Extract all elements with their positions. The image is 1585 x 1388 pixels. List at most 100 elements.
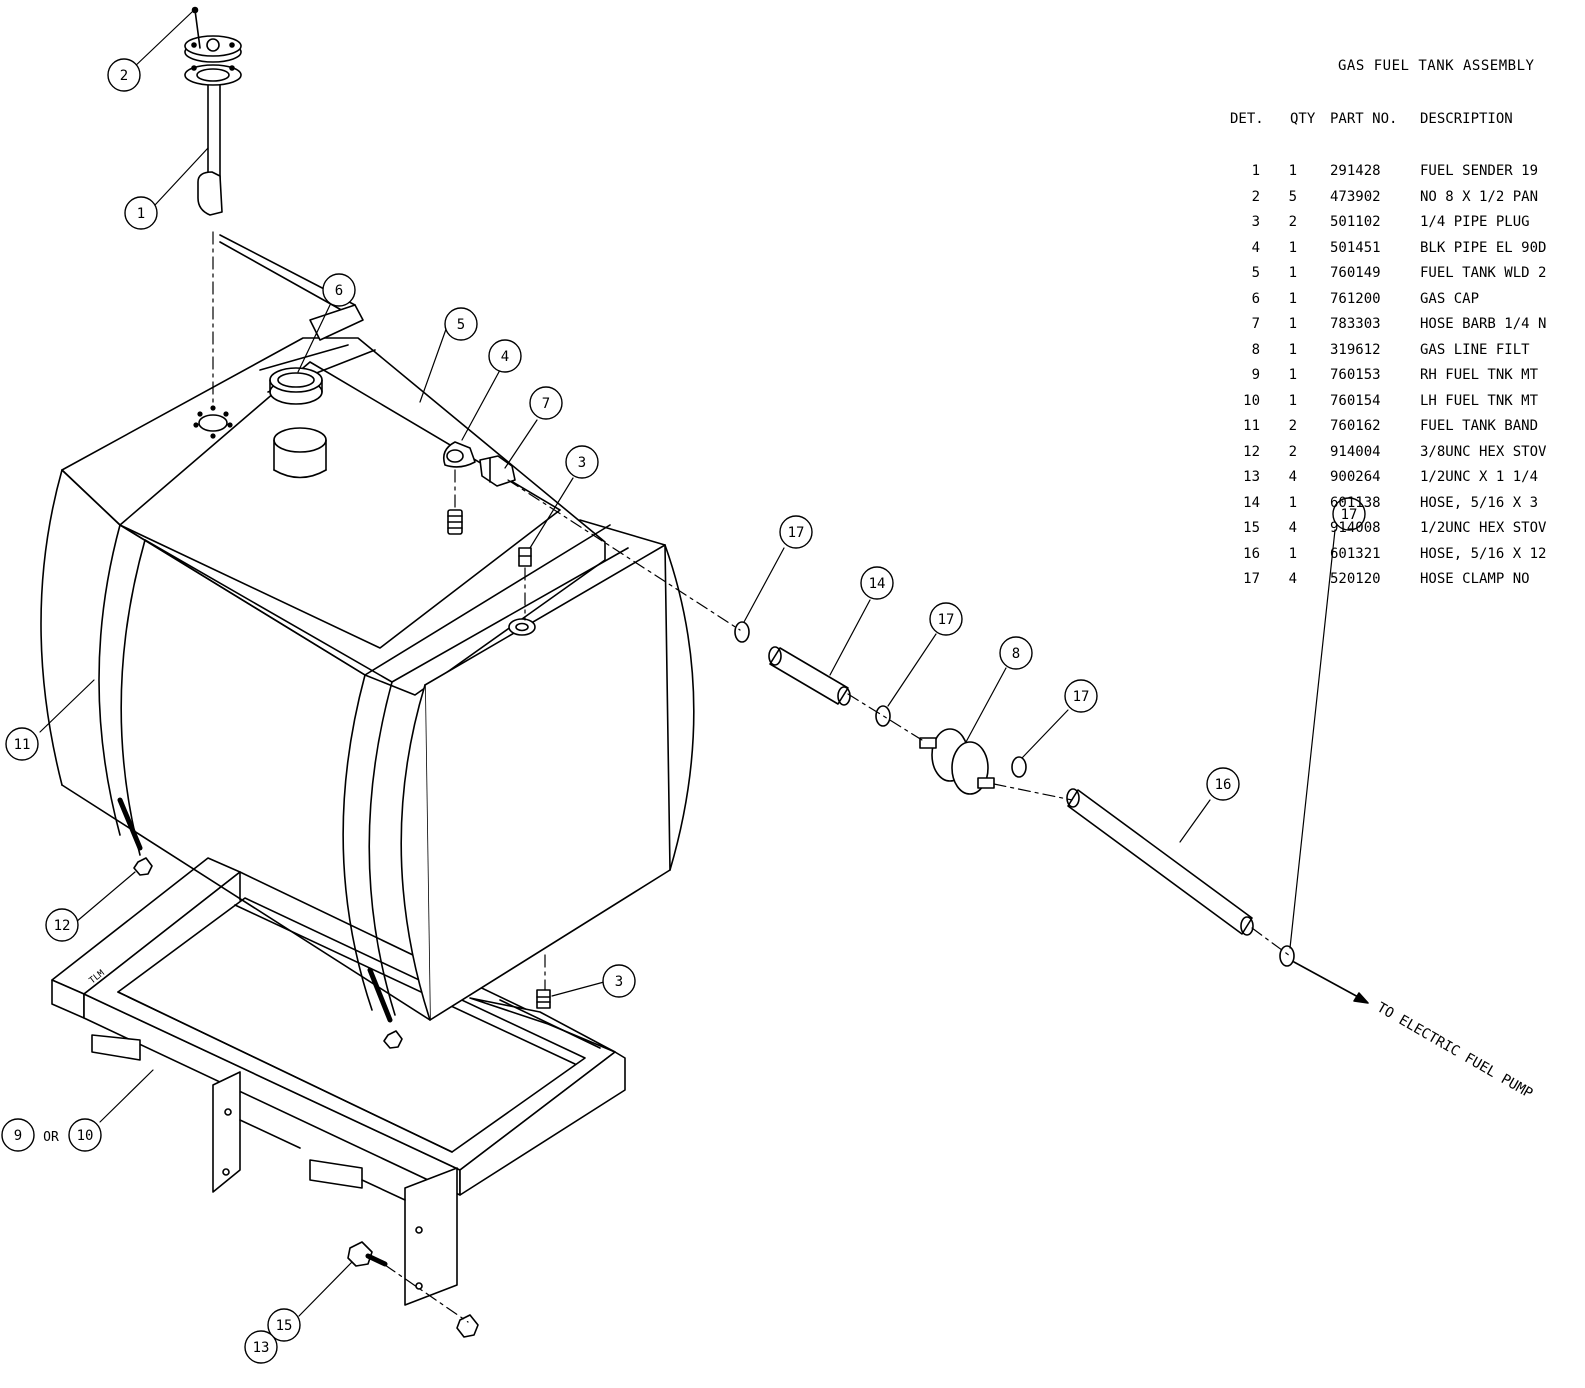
- parts-row: 10 1 760154 LH FUEL TNK MT: [1230, 393, 1585, 419]
- description-cell: FUEL TANK BAND: [1420, 418, 1539, 434]
- description-cell: NO 8 X 1/2 PAN: [1420, 188, 1539, 205]
- part-no-cell: 473902: [1330, 188, 1381, 205]
- center-lines: [212, 231, 1291, 1323]
- part-no-cell: 761200: [1330, 290, 1381, 307]
- description-cell: HOSE BARB 1/4 N: [1420, 316, 1547, 332]
- fuel-tank-body: [40, 337, 695, 1021]
- part-no-cell: 601321: [1330, 545, 1381, 562]
- leader-lines: [39, 11, 1336, 1317]
- tank-top-details: [193, 405, 536, 636]
- qty-cell: 5: [1288, 188, 1297, 205]
- qty-cell: 1: [1288, 341, 1297, 358]
- fuel-sender-part: [184, 6, 364, 341]
- description-cell: 3/8UNC HEX STOV: [1420, 443, 1547, 460]
- callout-17-d: 17: [1341, 507, 1358, 523]
- qty-cell: 1: [1288, 545, 1297, 562]
- callout-12: 12: [54, 918, 71, 934]
- header-description: DESCRIPTION: [1420, 111, 1513, 127]
- part-no-cell: 601138: [1330, 494, 1381, 511]
- callout-4: 4: [501, 349, 509, 365]
- det-cell: 6: [1251, 290, 1260, 307]
- qty-cell: 1: [1288, 392, 1297, 409]
- det-cell: 3: [1251, 214, 1260, 230]
- description-cell: GAS LINE FILT: [1420, 341, 1530, 358]
- parts-list-title: GAS FUEL TANK ASSEMBLY: [1338, 58, 1535, 74]
- description-cell: RH FUEL TNK MT: [1420, 367, 1539, 383]
- parts-row: 3 2 501102 1/4 PIPE PLUG: [1230, 214, 1585, 240]
- det-cell: 15: [1243, 520, 1260, 536]
- callout-7: 7: [542, 396, 550, 412]
- callout-1: 1: [137, 206, 145, 222]
- det-cell: 5: [1251, 265, 1260, 281]
- det-cell: 8: [1251, 341, 1260, 358]
- det-cell: 7: [1251, 316, 1260, 332]
- description-cell: 1/2UNC X 1 1/4: [1420, 469, 1539, 485]
- callout-5: 5: [457, 317, 465, 333]
- direction-arrow: [1293, 961, 1369, 1004]
- callout-17-a: 17: [788, 525, 805, 541]
- fuel-line-parts: [734, 621, 1295, 967]
- det-cell: 10: [1243, 392, 1260, 409]
- hardware: [117, 797, 479, 1338]
- part-no-cell: 760149: [1330, 265, 1381, 281]
- qty-cell: 2: [1288, 418, 1297, 434]
- callout-2: 2: [120, 68, 128, 84]
- qty-cell: 2: [1288, 214, 1297, 230]
- det-cell: 16: [1243, 545, 1260, 562]
- gas-cap-part: [269, 367, 323, 405]
- part-no-cell: 760153: [1330, 367, 1381, 383]
- det-cell: 4: [1251, 239, 1260, 256]
- callout-17-c: 17: [1073, 689, 1090, 705]
- part-no-cell: 501102: [1330, 214, 1381, 230]
- det-cell: 14: [1243, 494, 1260, 511]
- part-no-cell: 760162: [1330, 418, 1381, 434]
- parts-row: 16 1 601321 HOSE, 5/16 X 12: [1230, 546, 1585, 572]
- det-cell: 2: [1251, 188, 1260, 205]
- callout-15: 15: [276, 1318, 293, 1334]
- part-no-cell: 760154: [1330, 392, 1381, 409]
- qty-cell: 4: [1288, 571, 1297, 587]
- fittings: [442, 441, 551, 1009]
- qty-cell: 1: [1288, 367, 1297, 383]
- det-cell: 13: [1243, 469, 1260, 485]
- description-cell: FUEL SENDER 19: [1420, 163, 1539, 179]
- callout-10: 10: [77, 1128, 94, 1144]
- part-no-cell: 783303: [1330, 316, 1381, 332]
- description-cell: HOSE, 5/16 X 12: [1420, 545, 1547, 562]
- or-text: OR: [43, 1130, 59, 1145]
- callout-8: 8: [1012, 646, 1020, 662]
- qty-cell: 1: [1288, 290, 1297, 307]
- header-qty: QTY: [1290, 111, 1316, 127]
- description-cell: 1/4 PIPE PLUG: [1420, 214, 1530, 230]
- part-no-cell: 914008: [1330, 520, 1381, 536]
- callout-17-b: 17: [938, 612, 955, 628]
- callout-14: 14: [869, 576, 886, 592]
- det-cell: 17: [1243, 571, 1260, 587]
- callout-3-bottom: 3: [615, 974, 623, 990]
- qty-cell: 4: [1288, 469, 1297, 485]
- description-cell: FUEL TANK WLD 2: [1420, 265, 1547, 281]
- parts-row: 5 1 760149 FUEL TANK WLD 2: [1230, 265, 1585, 291]
- callout-3-top: 3: [578, 455, 586, 471]
- parts-row: 2 5 473902 NO 8 X 1/2 PAN: [1230, 189, 1585, 215]
- det-cell: 1: [1251, 163, 1260, 179]
- callout-6: 6: [335, 283, 343, 299]
- description-cell: LH FUEL TNK MT: [1420, 392, 1539, 409]
- qty-cell: 1: [1288, 163, 1297, 179]
- qty-cell: 4: [1288, 520, 1297, 536]
- direction-label: TO ELECTRIC FUEL PUMP: [1374, 1000, 1535, 1102]
- qty-cell: 1: [1288, 265, 1297, 281]
- part-no-cell: 520120: [1330, 571, 1381, 587]
- part-no-cell: 914004: [1330, 443, 1381, 460]
- mounting-frame: [51, 857, 626, 1306]
